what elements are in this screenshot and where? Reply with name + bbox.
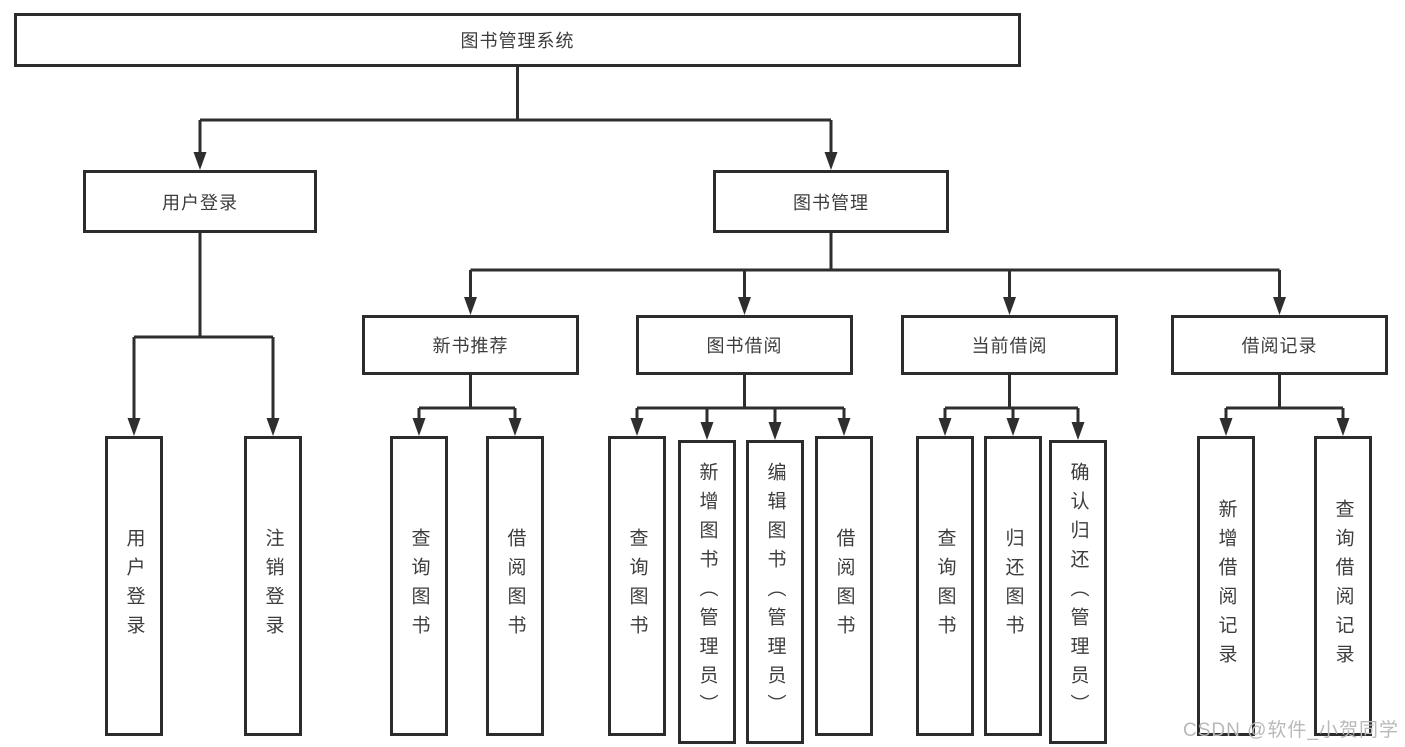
node-root: 图书管理系统 <box>14 13 1021 67</box>
node-current-borrowing-label: 当前借阅 <box>971 336 1048 356</box>
leaf-borrow-books-label: 借阅图书 <box>833 528 855 644</box>
leaf-current-query-books-label: 查询图书 <box>934 528 956 644</box>
leaf-edit-books-admin-label: 编辑图书（管理员） <box>764 461 786 723</box>
node-book-management: 图书管理 <box>713 170 949 233</box>
node-book-borrowing: 图书借阅 <box>636 315 853 375</box>
node-borrowing-records: 借阅记录 <box>1171 315 1388 375</box>
leaf-add-books-admin-label: 新增图书（管理员） <box>696 461 718 723</box>
leaf-newrec-query-books: 查询图书 <box>390 436 448 736</box>
node-book-management-label: 图书管理 <box>793 192 869 213</box>
leaf-logout-label: 注销登录 <box>262 528 284 644</box>
leaf-newrec-borrow-books-label: 借阅图书 <box>504 528 526 644</box>
leaf-add-books-admin: 新增图书（管理员） <box>678 440 736 744</box>
leaf-return-books-label: 归还图书 <box>1002 528 1024 644</box>
leaf-confirm-return-admin-label: 确认归还（管理员） <box>1067 461 1089 723</box>
leaf-edit-books-admin: 编辑图书（管理员） <box>746 440 804 744</box>
leaf-newrec-borrow-books: 借阅图书 <box>486 436 544 736</box>
leaf-add-borrow-record: 新增借阅记录 <box>1197 436 1255 736</box>
csdn-watermark: CSDN @软件_小贺同学 <box>1183 720 1399 741</box>
node-new-book-recommend-label: 新书推荐 <box>432 336 509 356</box>
leaf-borrow-query-books-label: 查询图书 <box>626 528 648 644</box>
leaf-borrow-books: 借阅图书 <box>815 436 873 736</box>
leaf-query-borrow-record-label: 查询借阅记录 <box>1332 499 1354 673</box>
leaf-current-query-books: 查询图书 <box>916 436 974 736</box>
leaf-user-login-label: 用户登录 <box>123 528 145 644</box>
leaf-newrec-query-books-label: 查询图书 <box>408 528 430 644</box>
leaf-borrow-query-books: 查询图书 <box>608 436 666 736</box>
leaf-return-books: 归还图书 <box>984 436 1042 736</box>
node-root-label: 图书管理系统 <box>460 31 575 51</box>
leaf-add-borrow-record-label: 新增借阅记录 <box>1215 499 1237 673</box>
node-book-borrowing-label: 图书借阅 <box>706 336 783 356</box>
leaf-user-login: 用户登录 <box>105 436 163 736</box>
node-user-login: 用户登录 <box>83 170 317 233</box>
node-borrowing-records-label: 借阅记录 <box>1241 336 1318 356</box>
leaf-query-borrow-record: 查询借阅记录 <box>1314 436 1372 736</box>
node-new-book-recommend: 新书推荐 <box>362 315 579 375</box>
leaf-confirm-return-admin: 确认归还（管理员） <box>1049 440 1107 744</box>
node-current-borrowing: 当前借阅 <box>901 315 1118 375</box>
node-user-login-label: 用户登录 <box>162 192 238 213</box>
leaf-logout: 注销登录 <box>244 436 302 736</box>
